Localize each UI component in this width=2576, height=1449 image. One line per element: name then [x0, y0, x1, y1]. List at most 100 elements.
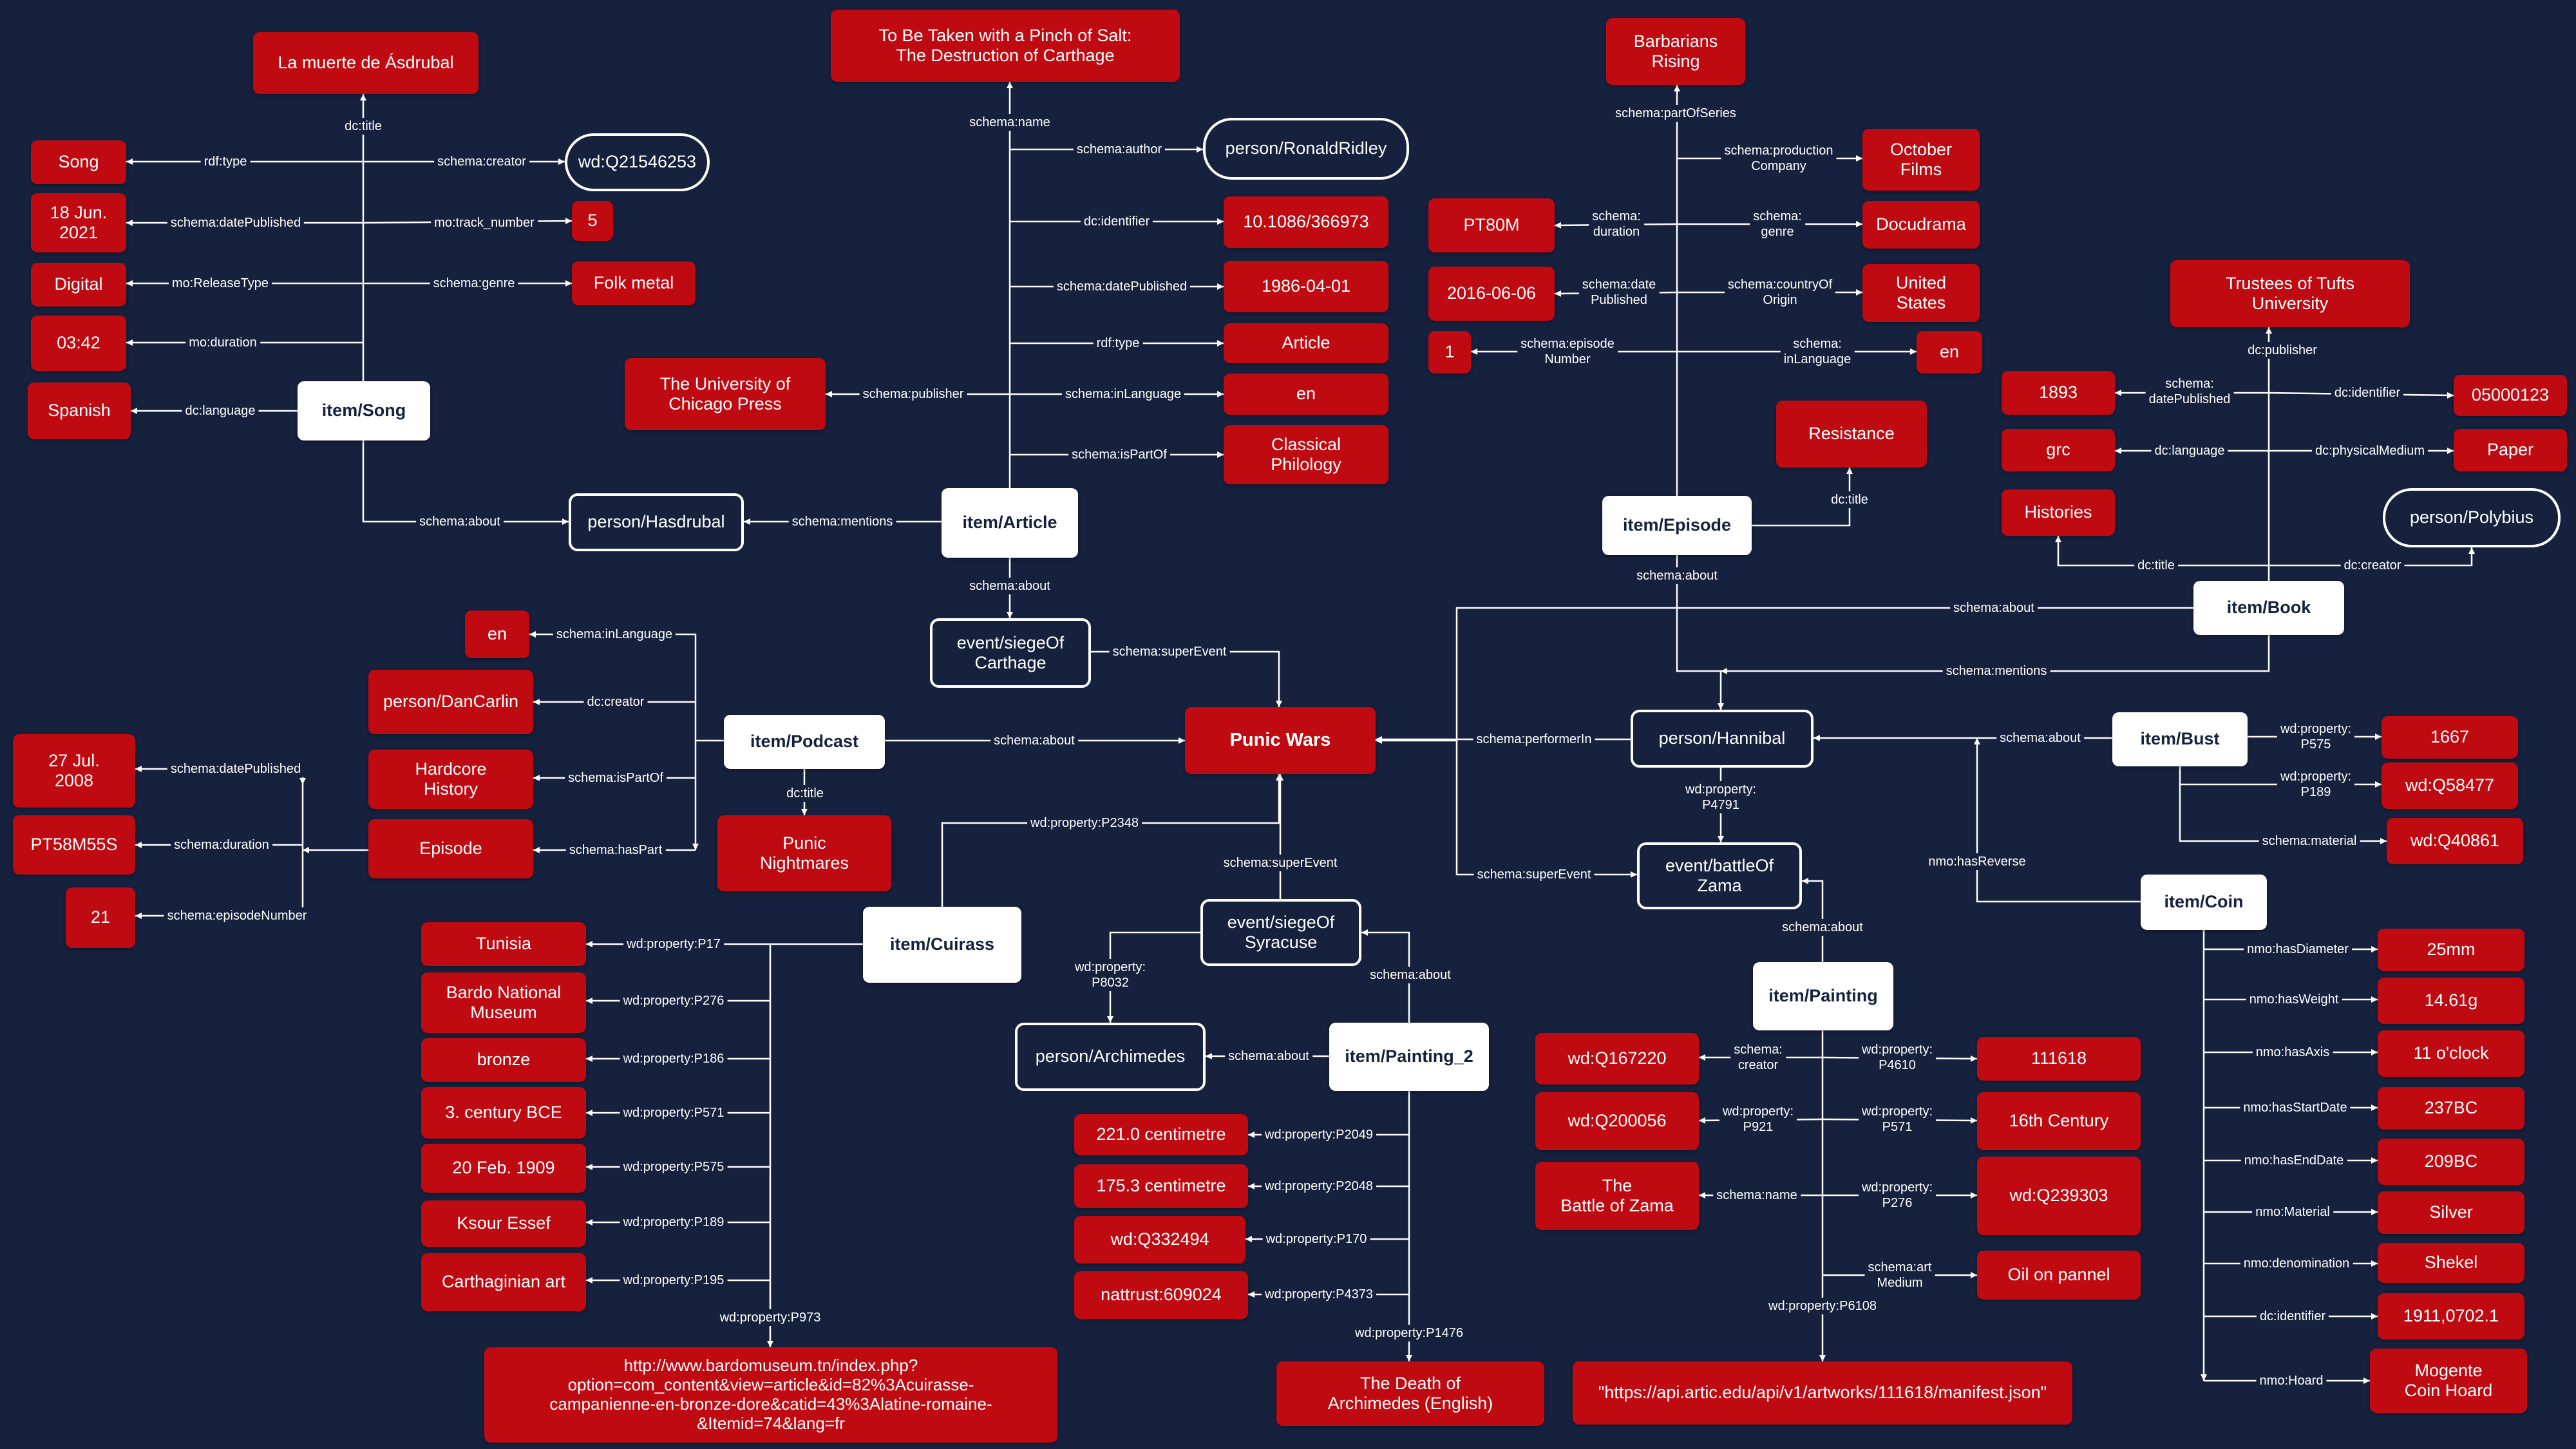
edge-39 [1376, 607, 2193, 744]
node-coin-denomination: Shekel [2378, 1243, 2524, 1283]
node-podcast-date: 27 Jul. 2008 [13, 734, 135, 808]
node-article-date: 1986-04-01 [1224, 261, 1388, 312]
node-episode: Episode [368, 819, 533, 878]
node-ksour: Ksour Essef [421, 1200, 586, 1247]
node-ridley: person/RonaldRidley [1203, 118, 1409, 180]
edge-label: dc:language [182, 402, 259, 419]
node-century-3: 3. century BCE [421, 1087, 586, 1139]
node-hannibal: person/Hannibal [1631, 710, 1814, 768]
edge-label: schema: inLanguage [1780, 336, 1855, 368]
node-artic-url[interactable]: "https://api.artic.edu/api/v1/artworks/1… [1573, 1361, 2072, 1425]
node-item-painting[interactable]: item/Painting [1753, 962, 1893, 1030]
node-coin-id: 1911,0702.1 [2378, 1293, 2524, 1340]
edge-label: dc:identifier [2331, 384, 2404, 401]
edge-label: dc:creator [2340, 557, 2405, 574]
node-song-duration: 03:42 [31, 316, 126, 371]
node-item-article[interactable]: item/Article [942, 488, 1078, 558]
edge-label: dc:publisher [2244, 342, 2320, 359]
node-century-16: 16th Century [1977, 1092, 2141, 1150]
edge-label: schema:isPartOf [565, 770, 667, 786]
edge-label: nmo:hasReverse [1925, 853, 2029, 870]
edge-label: wd:property:P4373 [1262, 1286, 1376, 1303]
edge-label: schema:material [2259, 833, 2360, 849]
edge-label: schema:datePublished [1053, 278, 1191, 295]
edge-label: schema:mentions [1942, 663, 2050, 679]
node-punic-nightmares: Punic Nightmares [717, 815, 891, 891]
node-item-book[interactable]: item/Book [2193, 581, 2344, 635]
node-polybius: person/Polybius [2383, 488, 2561, 547]
node-grc: grc [2002, 429, 2115, 471]
node-bust-q58477: wd:Q58477 [2382, 762, 2518, 809]
node-histories: Histories [2002, 489, 2115, 536]
edge-label: schema:about [1950, 600, 2038, 616]
edge-label: dc:title [341, 118, 385, 135]
edge-label: dc:identifier [1080, 213, 1153, 230]
edge-label: wd:property:P186 [620, 1050, 728, 1067]
edge-label: dc:language [2151, 442, 2228, 459]
node-salt: To Be Taken with a Pinch of Salt: The De… [831, 10, 1180, 82]
edge-label: schema: duration [1589, 208, 1644, 240]
node-bust-1667: 1667 [2382, 716, 2518, 759]
node-carthaginian-art: Carthaginian art [421, 1253, 586, 1311]
node-item-painting-2[interactable]: item/Painting_2 [1329, 1023, 1489, 1091]
node-item-bust[interactable]: item/Bust [2112, 712, 2248, 766]
node-podcast-number: 21 [66, 887, 135, 948]
node-song-date: 18 Jun. 2021 [31, 193, 126, 252]
edge-label: wd:property:P170 [1262, 1231, 1370, 1247]
node-bardo-url[interactable]: http://www.bardomuseum.tn/index.php? opt… [484, 1347, 1057, 1443]
edge-label: wd:property: P571 [1858, 1103, 1937, 1135]
node-article-en: en [1224, 374, 1388, 415]
node-song-type: Song [31, 140, 126, 184]
edge-label: rdf:type [200, 153, 251, 170]
edge-label: schema:superEvent [1109, 643, 1230, 660]
node-p2-q332494: wd:Q332494 [1074, 1216, 1245, 1264]
edge-label: wd:property:P17 [623, 936, 724, 952]
node-digital: Digital [31, 263, 126, 307]
node-battle-zama: event/battleOf Zama [1637, 842, 1802, 909]
node-october: October Films [1862, 129, 1980, 191]
node-q200056: wd:Q200056 [1535, 1092, 1699, 1150]
node-1893: 1893 [2002, 371, 2115, 415]
edge-71 [941, 774, 1282, 907]
node-coin-weight: 14.61g [2378, 978, 2524, 1024]
node-item-podcast[interactable]: item/Podcast [724, 715, 885, 769]
node-episode-en: en [1917, 331, 1982, 374]
node-item-coin[interactable]: item/Coin [2141, 875, 2267, 930]
edge-label: wd:property:P6108 [1765, 1298, 1880, 1314]
edge-label: wd:property:P2348 [1027, 815, 1142, 831]
edge-label: schema:mentions [788, 513, 896, 530]
node-p2-height: 221.0 centimetre [1074, 1114, 1248, 1155]
edge-label: schema:about [416, 513, 504, 530]
node-item-episode[interactable]: item/Episode [1602, 496, 1752, 555]
edge-label: schema:inLanguage [1061, 386, 1185, 402]
node-siege-syracuse: event/siegeOf Syracuse [1200, 899, 1361, 966]
node-coin-material: Silver [2378, 1191, 2524, 1234]
node-hasdrubal: person/Hasdrubal [569, 493, 744, 551]
edge-label: mo:ReleaseType [168, 275, 272, 292]
node-paper: Paper [2454, 429, 2567, 471]
edge-label: schema:isPartOf [1068, 446, 1170, 463]
node-death-archimedes: The Death of Archimedes (English) [1276, 1361, 1544, 1426]
node-coin-axis: 11 o'clock [2378, 1030, 2524, 1077]
node-bust-q40861: wd:Q40861 [2387, 818, 2523, 864]
node-item-cuirass[interactable]: item/Cuirass [863, 907, 1021, 983]
edge-82 [1107, 931, 1200, 1023]
edge-label: schema:performerIn [1473, 731, 1595, 748]
edge-83 [1361, 929, 1410, 1023]
edge-label: wd:property:P1476 [1352, 1325, 1466, 1341]
edge-72 [767, 943, 863, 1318]
edge-label: wd:property: P189 [2277, 768, 2355, 800]
edge-53 [1455, 741, 1637, 878]
edge-label: wd:property:P575 [620, 1159, 728, 1175]
edge-label: dc:title [1828, 491, 1871, 508]
node-item-song[interactable]: item/Song [298, 381, 430, 440]
node-battle-of-zama: The Battle of Zama [1535, 1162, 1699, 1230]
edge-label: schema:art Medium [1864, 1259, 1935, 1291]
edge-label: wd:property:P195 [620, 1272, 728, 1289]
edge-label: nmo:hasStartDate [2240, 1099, 2351, 1116]
edge-label: nmo:hasWeight [2246, 991, 2342, 1008]
edge-label: wd:property: P4791 [1681, 781, 1760, 813]
node-podcast-en: en [465, 611, 529, 658]
node-punic-wars[interactable]: Punic Wars [1185, 707, 1376, 774]
edge-label: schema:about [1367, 967, 1454, 983]
